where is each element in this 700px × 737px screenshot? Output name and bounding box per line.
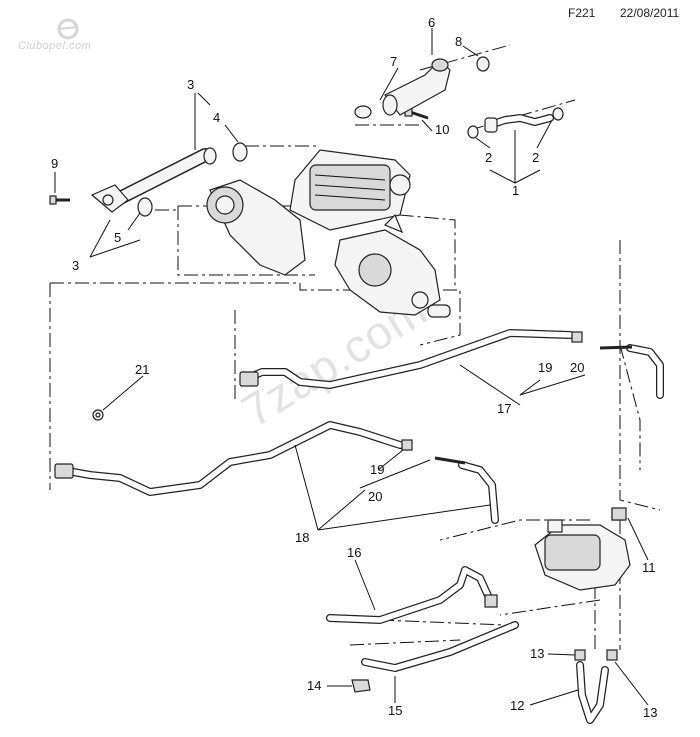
callout-5: 5	[114, 230, 121, 245]
thermostat-housing	[334, 213, 451, 318]
diagram-code: F221	[568, 6, 596, 20]
callout-7: 7	[390, 54, 397, 69]
callout-13: 13	[530, 646, 544, 661]
leader-lines	[54, 28, 649, 706]
callout-14: 14	[307, 678, 321, 693]
callout-2: 2	[485, 150, 492, 165]
hose-16	[326, 566, 498, 624]
pipe-3	[90, 147, 217, 213]
hose-15	[361, 621, 519, 672]
callout-19: 19	[370, 462, 384, 477]
clip-21	[92, 409, 104, 421]
hose-18	[54, 421, 499, 524]
callout-1: 1	[512, 183, 519, 198]
diagram-date: 22/08/2011	[620, 6, 680, 20]
pipe-1	[484, 114, 554, 133]
oil-cooler-assembly	[206, 149, 411, 276]
opel-ring-icon	[57, 18, 79, 40]
callout-16: 16	[347, 545, 361, 560]
callout-3: 3	[187, 77, 194, 92]
callout-20: 20	[368, 489, 382, 504]
brand-logo: Clubopel.com	[8, 14, 120, 54]
valve-assembly	[534, 509, 631, 591]
callout-20: 20	[570, 360, 584, 375]
callout-8: 8	[455, 34, 462, 49]
o-rings	[137, 56, 564, 217]
callout-18: 18	[295, 530, 309, 545]
callout-4: 4	[213, 110, 220, 125]
callout-13: 13	[643, 705, 657, 720]
callout-10: 10	[435, 122, 449, 137]
hose-12	[576, 661, 609, 724]
connectors-20	[434, 345, 633, 465]
clamps-13	[574, 649, 618, 661]
bracket-14	[351, 679, 371, 693]
callout-9: 9	[51, 156, 58, 171]
callout-17: 17	[497, 401, 511, 416]
pipe-6	[382, 58, 451, 116]
screw-9	[49, 195, 70, 205]
callout-2: 2	[532, 150, 539, 165]
callout-15: 15	[388, 703, 402, 718]
callout-19: 19	[538, 360, 552, 375]
callout-12: 12	[510, 698, 524, 713]
logo-text: Clubopel.com	[18, 40, 92, 52]
callout-labels: 1 2 2 3 3 4 5 6 7 8 9 10 11 12 13 13 14 …	[51, 15, 657, 720]
callout-11: 11	[642, 560, 656, 575]
clips-19	[401, 331, 583, 451]
callout-6: 6	[428, 15, 435, 30]
callout-3: 3	[72, 258, 79, 273]
hose-17	[239, 329, 664, 399]
callout-21: 21	[135, 362, 149, 377]
clamp-11	[611, 507, 627, 521]
